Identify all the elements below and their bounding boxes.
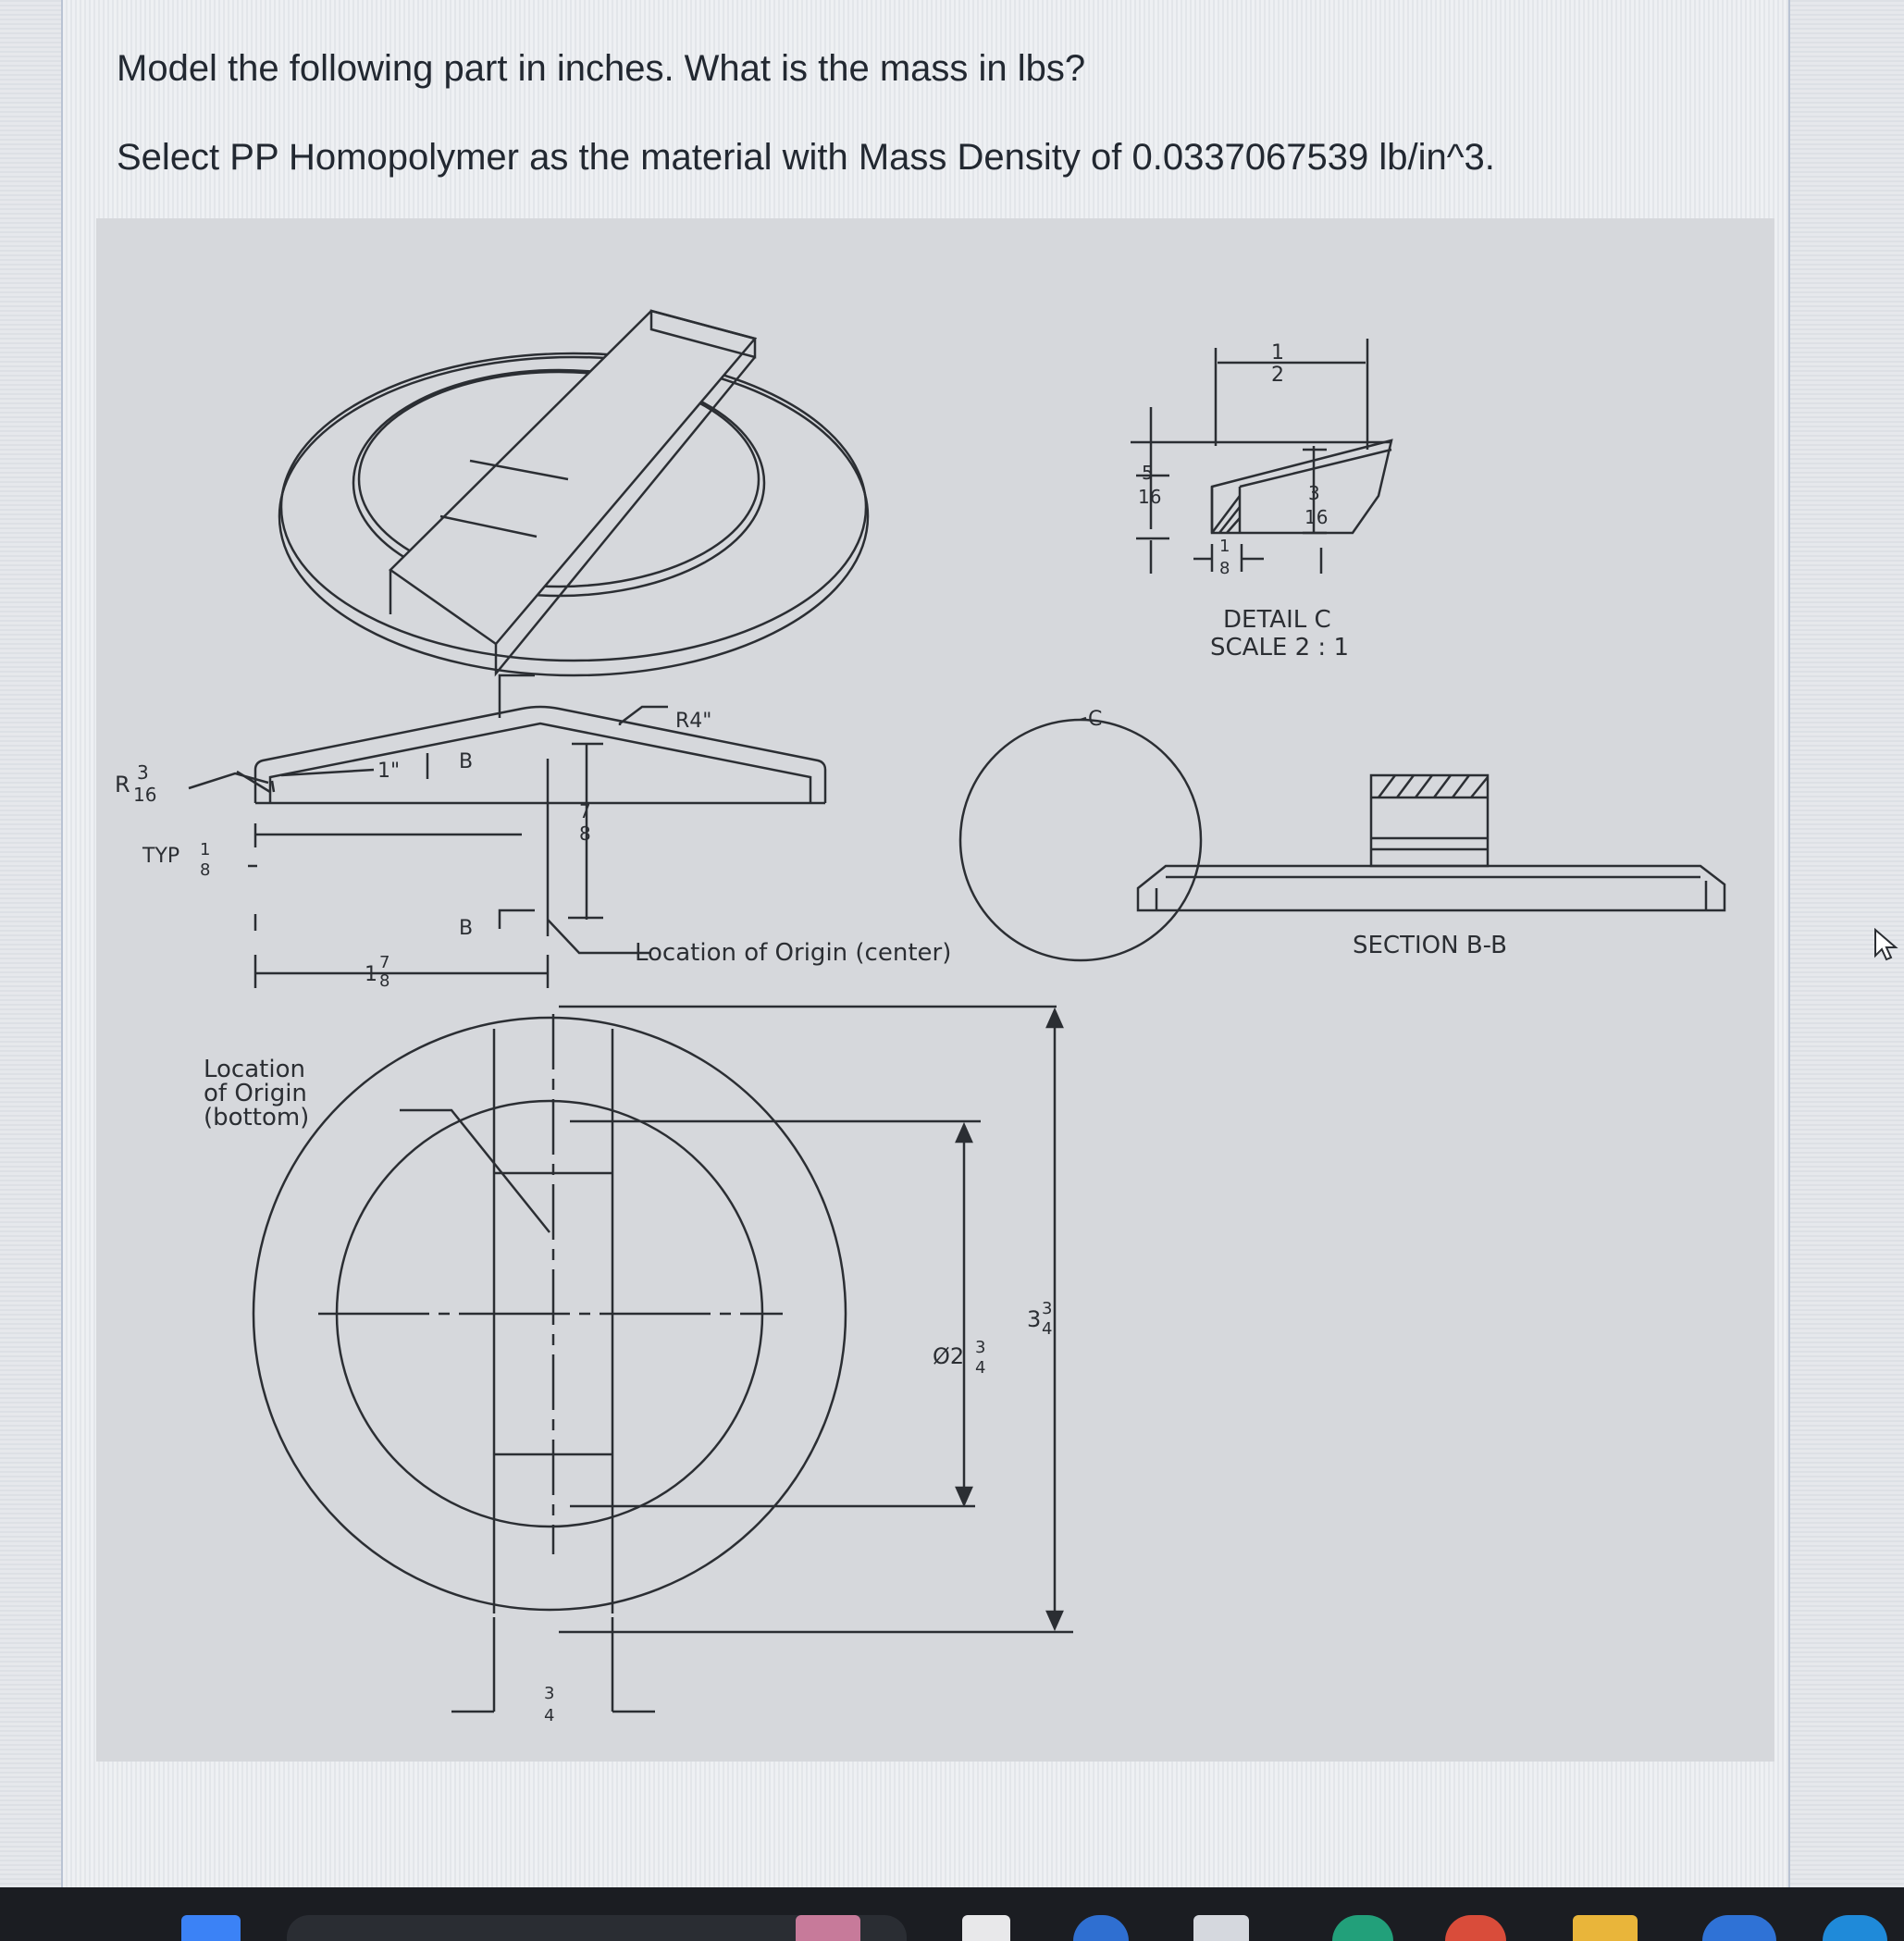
folder-icon[interactable]: [1573, 1915, 1638, 1941]
widgets-icon[interactable]: [796, 1915, 860, 1941]
outer-width-whole: 3: [1027, 1306, 1041, 1332]
detail-c-scale: SCALE 2 : 1: [1210, 634, 1349, 661]
diameter-num: 3: [975, 1338, 985, 1357]
app-icon[interactable]: [1823, 1915, 1887, 1941]
detail-circle: [958, 716, 1203, 962]
detail-half-den: 2: [1271, 364, 1284, 387]
detail-c-annotations: 1 2 5 16 3 16 1 8 DETAIL C SCALE 2 : 1: [1138, 341, 1349, 661]
origin-bottom-line-2: of Origin: [204, 1080, 307, 1107]
width-whole: 1: [365, 963, 377, 986]
detail-half-num: 1: [1271, 341, 1284, 365]
detail-5-16-num: 5: [1142, 462, 1154, 484]
detail-3-16-den: 16: [1304, 506, 1328, 528]
section-mark-bottom: B: [459, 917, 473, 940]
handle-width-den: 4: [544, 1706, 554, 1725]
detail-c-title: DETAIL C: [1223, 606, 1331, 634]
handle-width-num: 3: [544, 1684, 554, 1703]
typ-num: 1: [200, 840, 210, 859]
diameter-den: 4: [975, 1358, 985, 1378]
section-b-b-label: SECTION B-B: [1353, 932, 1507, 959]
section-mark-top: B: [459, 750, 473, 773]
height-den: 8: [579, 822, 591, 845]
r4-dim: R4": [675, 710, 711, 733]
top-view-annotations: Location of Origin (bottom) Ø2 3 4 3 3 4…: [204, 1056, 1052, 1725]
front-view-annotations: R 3 16 TYP 1 8 1" B B R4" 7 8 1 7 8 Loca…: [115, 708, 1507, 991]
width-num: 7: [379, 953, 389, 972]
radius-den: 16: [133, 784, 156, 806]
detail-5-16-den: 16: [1138, 486, 1161, 508]
one-inch-dim: 1": [377, 760, 400, 783]
typ-label: TYP: [142, 845, 179, 868]
detail-c-view: [1131, 339, 1393, 574]
diameter-prefix: Ø2: [933, 1343, 964, 1369]
typ-den: 8: [200, 860, 210, 880]
question-line-1: Model the following part in inches. What…: [117, 48, 1086, 89]
drawing-svg: 1 2 5 16 3 16 1 8 DETAIL C SCALE 2 : 1 R…: [115, 309, 1726, 1725]
radius-num: 3: [137, 761, 149, 784]
outer-width-num: 3: [1042, 1299, 1052, 1318]
isometric-view: [278, 309, 870, 677]
origin-bottom-line-1: Location: [204, 1056, 305, 1083]
detail-circle-letter: C: [1088, 708, 1102, 731]
section-b-b-view: [1136, 773, 1726, 912]
radius-prefix: R: [115, 772, 130, 797]
mouse-cursor-icon: [1874, 928, 1898, 961]
height-num: 7: [579, 800, 591, 822]
question-line-2: Select PP Homopolymer as the material wi…: [117, 137, 1495, 178]
outer-width-den: 4: [1042, 1319, 1052, 1339]
detail-1-8-num: 1: [1219, 537, 1230, 556]
cloud-icon[interactable]: [1702, 1915, 1776, 1941]
engineering-drawing: 1 2 5 16 3 16 1 8 DETAIL C SCALE 2 : 1 R…: [96, 218, 1774, 1762]
origin-center-label: Location of Origin (center): [635, 939, 951, 967]
detail-3-16-num: 3: [1308, 482, 1320, 504]
origin-bottom-line-3: (bottom): [204, 1104, 309, 1131]
front-view: [188, 674, 827, 988]
file-explorer-icon[interactable]: [962, 1915, 1010, 1941]
detail-1-8-den: 8: [1219, 559, 1230, 578]
store-icon[interactable]: [1193, 1915, 1249, 1941]
start-icon[interactable]: [181, 1915, 241, 1941]
top-view: [252, 1005, 1073, 1713]
width-den: 8: [379, 971, 389, 991]
